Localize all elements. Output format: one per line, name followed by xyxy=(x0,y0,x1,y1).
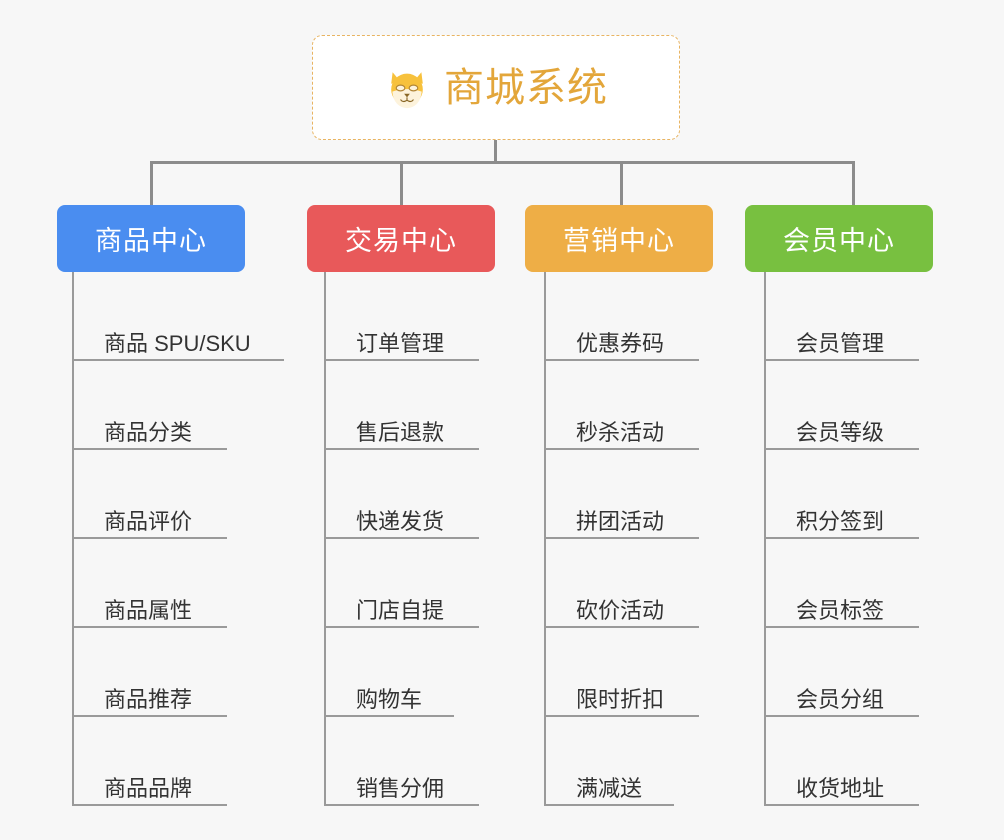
leaf-label: 满减送 xyxy=(576,776,643,801)
leaf-column-product-center: 商品 SPU/SKU 商品分类 商品评价 商品属性 商品推荐 商品品牌 xyxy=(72,272,302,806)
leaf-trunk-line xyxy=(72,272,74,806)
leaf-label: 拼团活动 xyxy=(576,509,665,534)
leaf-item[interactable]: 会员分组 xyxy=(764,628,994,717)
connector-drop-product-center xyxy=(150,161,153,207)
leaf-label: 快递发货 xyxy=(356,509,445,534)
category-title: 商品中心 xyxy=(95,226,207,256)
connector-drop-trade-center xyxy=(400,161,403,207)
leaf-item[interactable]: 订单管理 xyxy=(324,272,554,361)
leaf-item[interactable]: 商品评价 xyxy=(72,450,302,539)
leaf-label: 购物车 xyxy=(356,687,423,712)
leaf-label: 商品分类 xyxy=(104,420,193,445)
leaf-item[interactable]: 商品 SPU/SKU xyxy=(72,272,302,361)
leaf-label: 砍价活动 xyxy=(576,598,665,623)
leaf-trunk-line xyxy=(544,272,546,806)
leaf-column-trade-center: 订单管理 售后退款 快递发货 门店自提 购物车 销售分佣 xyxy=(324,272,554,806)
leaf-item[interactable]: 秒杀活动 xyxy=(544,361,774,450)
root-title: 商城系统 xyxy=(444,65,608,110)
leaf-item[interactable]: 限时折扣 xyxy=(544,628,774,717)
leaf-label: 限时折扣 xyxy=(576,687,665,712)
leaf-item[interactable]: 商品推荐 xyxy=(72,628,302,717)
leaf-item[interactable]: 购物车 xyxy=(324,628,554,717)
leaf-label: 订单管理 xyxy=(356,331,445,356)
leaf-item[interactable]: 积分签到 xyxy=(764,450,994,539)
leaf-item[interactable]: 优惠券码 xyxy=(544,272,774,361)
leaf-label: 收货地址 xyxy=(796,776,885,801)
connector-drop-marketing-center xyxy=(620,161,623,207)
leaf-label: 销售分佣 xyxy=(356,776,445,801)
root-node-mall-system[interactable]: 商城系统 xyxy=(312,35,680,140)
dog-face-icon xyxy=(391,71,423,108)
leaf-item[interactable]: 砍价活动 xyxy=(544,539,774,628)
category-box-product-center[interactable]: 商品中心 xyxy=(57,205,245,272)
leaf-label: 优惠券码 xyxy=(576,331,665,356)
leaf-trunk-line xyxy=(764,272,766,806)
leaf-label: 会员标签 xyxy=(796,598,885,623)
category-title: 交易中心 xyxy=(345,226,457,256)
leaf-item[interactable]: 门店自提 xyxy=(324,539,554,628)
leaf-label: 门店自提 xyxy=(356,598,445,623)
category-title: 营销中心 xyxy=(563,226,675,256)
leaf-item[interactable]: 销售分佣 xyxy=(324,717,554,806)
leaf-label: 会员管理 xyxy=(796,331,885,356)
leaf-item[interactable]: 满减送 xyxy=(544,717,774,806)
leaf-column-marketing-center: 优惠券码 秒杀活动 拼团活动 砍价活动 限时折扣 满减送 xyxy=(544,272,774,806)
leaf-item[interactable]: 售后退款 xyxy=(324,361,554,450)
category-title: 会员中心 xyxy=(783,226,895,256)
leaf-item[interactable]: 会员等级 xyxy=(764,361,994,450)
leaf-item[interactable]: 会员标签 xyxy=(764,539,994,628)
leaf-label: 商品 SPU/SKU xyxy=(104,331,251,356)
leaf-label: 积分签到 xyxy=(796,509,885,534)
leaf-label: 商品评价 xyxy=(104,509,193,534)
leaf-item[interactable]: 快递发货 xyxy=(324,450,554,539)
leaf-label: 会员等级 xyxy=(796,420,885,445)
leaf-label: 秒杀活动 xyxy=(576,420,665,445)
leaf-column-member-center: 会员管理 会员等级 积分签到 会员标签 会员分组 收货地址 xyxy=(764,272,994,806)
leaf-item[interactable]: 商品属性 xyxy=(72,539,302,628)
leaf-label: 售后退款 xyxy=(356,420,445,445)
leaf-label: 商品品牌 xyxy=(104,776,193,801)
leaf-item[interactable]: 拼团活动 xyxy=(544,450,774,539)
category-box-marketing-center[interactable]: 营销中心 xyxy=(525,205,713,272)
leaf-item[interactable]: 商品分类 xyxy=(72,361,302,450)
leaf-label: 会员分组 xyxy=(796,687,885,712)
leaf-trunk-line xyxy=(324,272,326,806)
leaf-label: 商品推荐 xyxy=(104,687,193,712)
leaf-item[interactable]: 会员管理 xyxy=(764,272,994,361)
leaf-label: 商品属性 xyxy=(104,598,193,623)
category-box-member-center[interactable]: 会员中心 xyxy=(745,205,933,272)
connector-drop-member-center xyxy=(852,161,855,207)
leaf-item[interactable]: 商品品牌 xyxy=(72,717,302,806)
connector-bus xyxy=(150,161,855,164)
leaf-item[interactable]: 收货地址 xyxy=(764,717,994,806)
category-box-trade-center[interactable]: 交易中心 xyxy=(307,205,495,272)
connector-root-stub xyxy=(494,140,497,164)
